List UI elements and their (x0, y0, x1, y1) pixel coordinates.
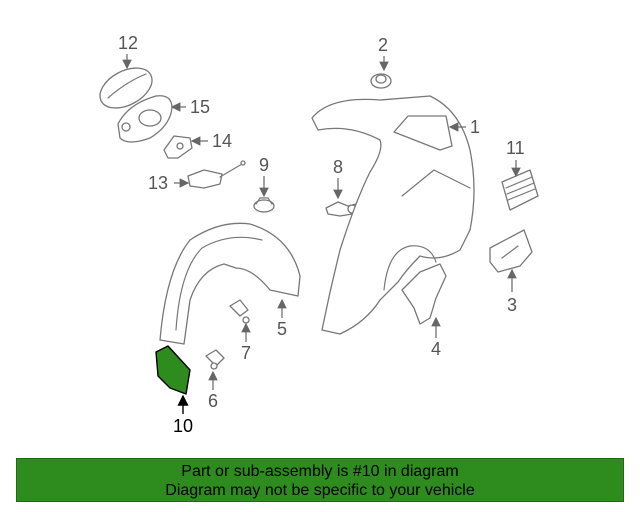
callout-11: 11 (506, 138, 525, 158)
part-14-hinge (163, 135, 193, 159)
part-5-wheel-liner (159, 222, 301, 345)
part-8-clip (325, 201, 357, 217)
callout-6: 6 (208, 391, 218, 411)
part-12-fuel-door (99, 67, 153, 109)
part-15-filler-housing (117, 95, 173, 143)
part-2-plug (370, 73, 392, 89)
callout-15: 15 (190, 97, 210, 117)
callout-12: 12 (118, 33, 138, 53)
banner-line-2: Diagram may not be specific to your vehi… (165, 482, 475, 499)
callout-9: 9 (259, 155, 269, 175)
callout-7: 7 (241, 343, 251, 363)
part-4-liner-piece (401, 263, 447, 325)
callout-1: 1 (470, 117, 480, 137)
callout-3: 3 (507, 295, 517, 315)
parts-diagram: 12 2 15 14 13 9 8 1 11 3 4 5 7 6 10 (99, 33, 539, 436)
part-9-nut (253, 197, 275, 213)
info-banner: Part or sub-assembly is #10 in diagram D… (16, 458, 624, 502)
callout-8: 8 (333, 157, 343, 177)
callout-14: 14 (212, 131, 232, 151)
callout-2: 2 (378, 35, 388, 55)
part-10-splash-shield (155, 345, 191, 395)
banner-line-1: Part or sub-assembly is #10 in diagram (181, 463, 459, 480)
callout-5: 5 (277, 319, 287, 339)
part-11-vent (501, 169, 539, 211)
part-13-actuator (187, 160, 246, 189)
callout-13: 13 (148, 173, 168, 193)
callout-10: 10 (173, 416, 193, 436)
callout-4: 4 (431, 339, 441, 359)
part-1-quarter-panel (311, 95, 475, 335)
part-7-push-clip (229, 299, 250, 324)
part-6-screw (205, 349, 225, 370)
part-3-bracket (489, 229, 533, 273)
